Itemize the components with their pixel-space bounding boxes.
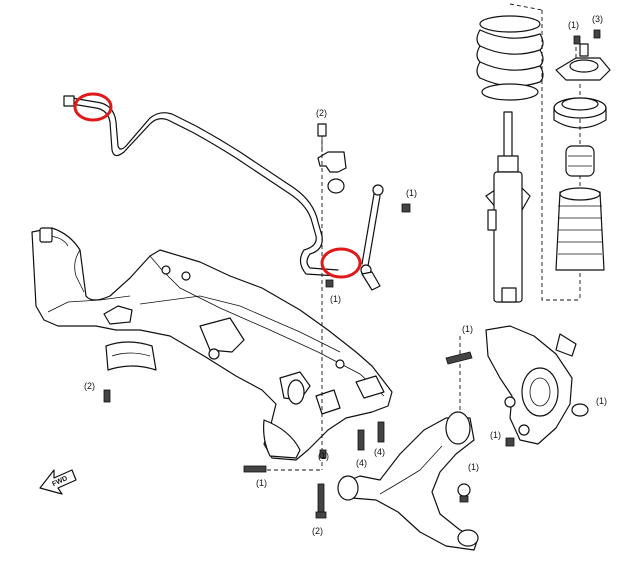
callout-label: (1) (468, 462, 479, 472)
callout-label: (1) (490, 430, 501, 440)
callout-label: (1) (406, 188, 417, 198)
callout-label: (4) (356, 458, 367, 468)
highlight-circle-center (320, 247, 362, 279)
stabilizer-link (325, 184, 411, 291)
callout-label: (1) (330, 294, 341, 304)
lower-control-arm (337, 411, 479, 551)
callout-label: (2) (316, 108, 327, 118)
callout-label: (4) (374, 447, 385, 457)
callout-label: (2) (84, 381, 95, 391)
callout-labels: (2) (1) (1) (1) (3) (1) (1) (1) (1) (1) … (84, 14, 607, 536)
stabilizer-bar (63, 95, 339, 277)
callout-label: (3) (592, 14, 603, 24)
callout-label: (2) (312, 526, 323, 536)
strut-bearing (553, 97, 607, 129)
bolts (103, 389, 385, 519)
shock-absorber (485, 111, 531, 303)
bump-stop (565, 145, 595, 177)
dust-boot (555, 187, 605, 271)
steering-knuckle (445, 325, 589, 447)
highlight-circle-left (73, 92, 113, 122)
strut-upper-mount (555, 29, 611, 81)
callout-label: (1) (568, 20, 579, 30)
stabilizer-bushing-bracket (317, 123, 347, 194)
callout-label: (1) (596, 396, 607, 406)
callout-label: (1) (462, 324, 473, 334)
front-crossmember (31, 227, 393, 461)
callout-label: (1) (318, 451, 329, 461)
coil-spring (476, 15, 544, 101)
crossmember-bushing (105, 341, 157, 371)
fwd-arrow-icon: FWD (39, 469, 77, 495)
callout-label: (1) (256, 478, 267, 488)
